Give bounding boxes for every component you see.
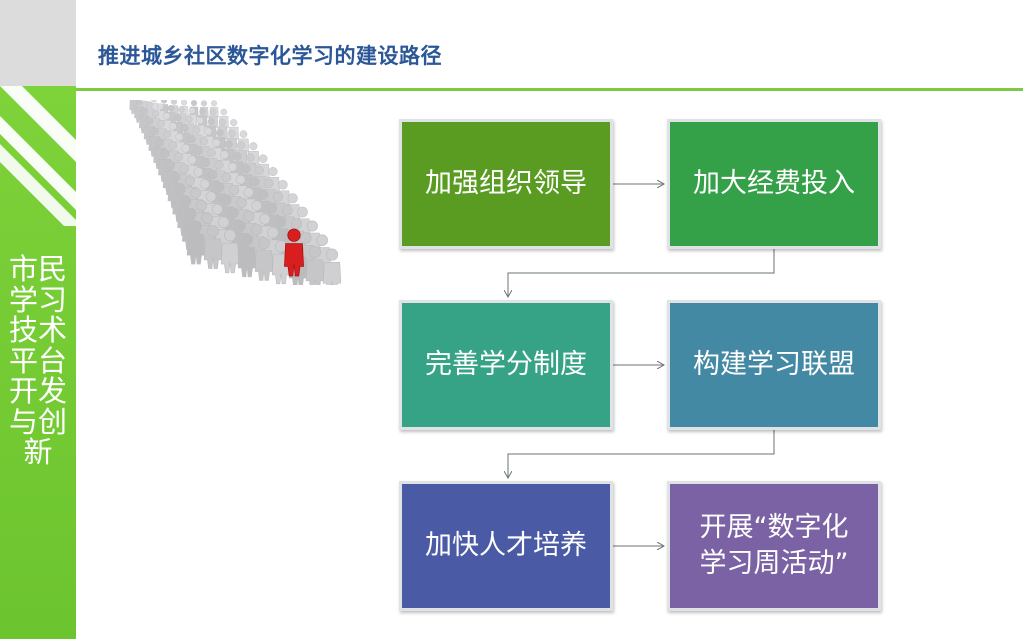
flow-step-1: 加强组织领导: [399, 119, 613, 249]
title-divider: [76, 88, 1023, 91]
arrow-4-to-5: [508, 430, 775, 478]
sidebar-stripes-icon: [0, 86, 76, 226]
sidebar-title: 市民学习技术平台开发与创新: [8, 252, 67, 469]
sidebar: 市民学习技术平台开发与创新: [0, 86, 76, 639]
top-gray-block: [0, 0, 76, 86]
flow-step-6: 开展“数字化 学习周活动”: [667, 481, 881, 611]
crowd-with-red-leader-icon: [129, 100, 341, 285]
arrow-2-to-3: [508, 249, 775, 297]
flow-step-2: 加大经费投入: [667, 119, 881, 249]
flow-step-5: 加快人才培养: [399, 481, 613, 611]
flow-step-4: 构建学习联盟: [667, 300, 881, 430]
flow-step-3: 完善学分制度: [399, 300, 613, 430]
page-title: 推进城乡社区数字化学习的建设路径: [98, 44, 442, 68]
